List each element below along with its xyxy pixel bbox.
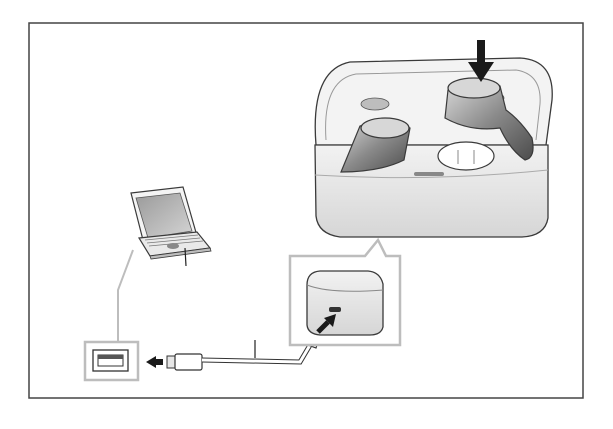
charging-case: [315, 40, 552, 237]
usb-port: [85, 342, 138, 380]
case-port-detail: [290, 240, 400, 345]
